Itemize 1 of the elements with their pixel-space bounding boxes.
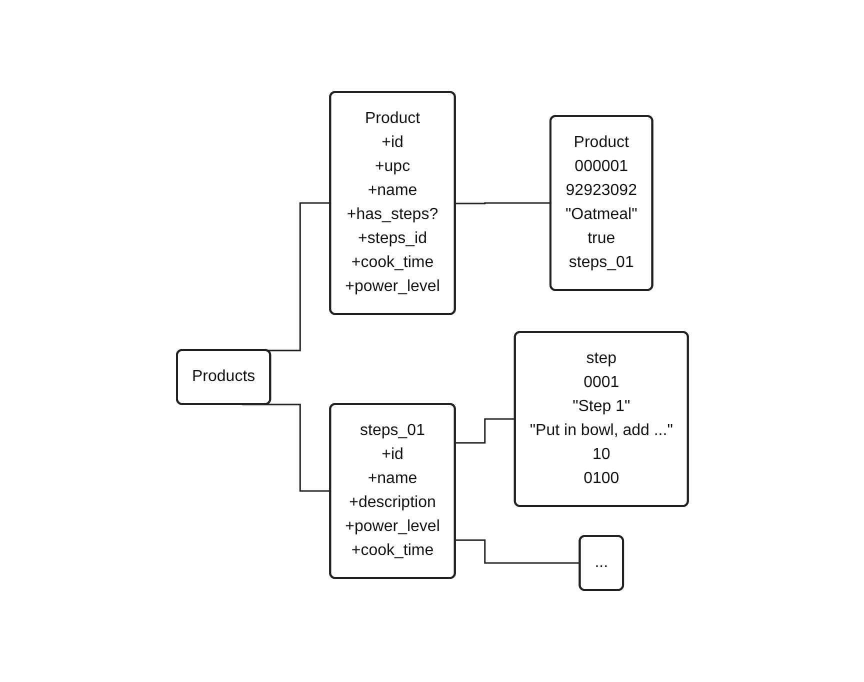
connector xyxy=(454,202,552,204)
